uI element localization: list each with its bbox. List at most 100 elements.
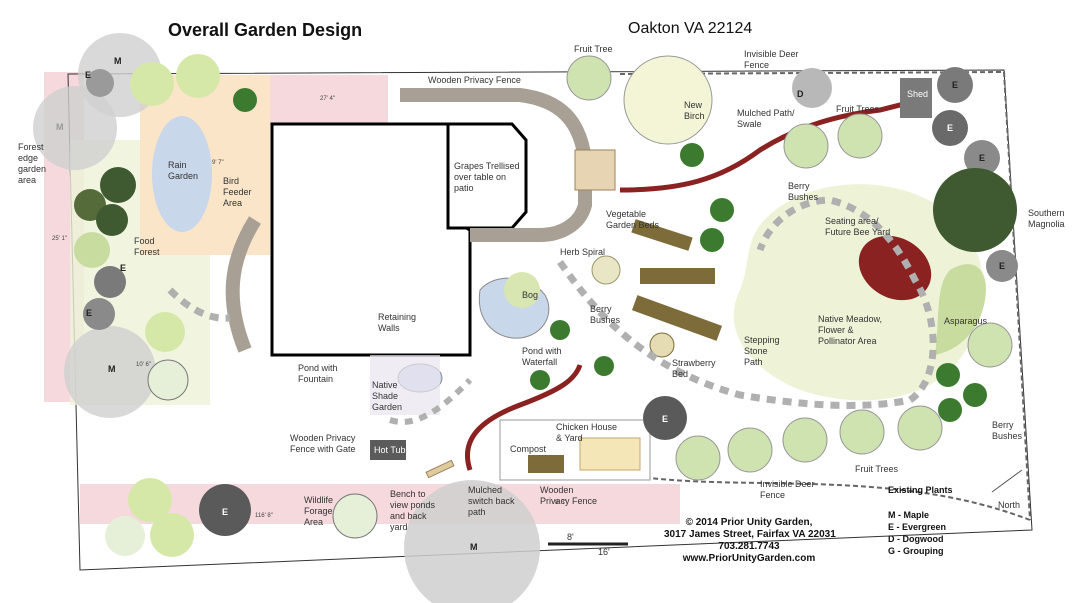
page-title: Overall Garden Design (168, 20, 363, 40)
label-pond-waterfall: Pond with Waterfall (522, 346, 562, 367)
food-forest-tree (100, 167, 136, 203)
evergreen-tree (932, 110, 968, 146)
tag-evergreen: E (120, 263, 127, 273)
label-bird-feeder: Bird Feeder Area (223, 176, 252, 208)
fruit-tree (897, 405, 943, 451)
label-chicken-house: Chicken House & Yard (556, 422, 618, 443)
evergreen-tree (643, 396, 687, 440)
location-title: Oakton VA 22124 (628, 20, 753, 37)
label-wooden-fence-top: Wooden Privacy Fence (428, 75, 521, 85)
credit-line: www.PriorUnityGarden.com (682, 553, 816, 564)
label-pond-fountain: Pond with Fountain (298, 363, 338, 384)
label-native-meadow: Native Meadow, Flower & Pollinator Area (818, 314, 883, 346)
asparagus-bed (935, 264, 986, 355)
bog (504, 272, 540, 308)
label-fruit-tree: Fruit Tree (574, 44, 613, 54)
label-deer-fence-top: Invisible Deer Fence (744, 49, 799, 70)
label-seating-area: Seating area/ Future Bee Yard (825, 216, 891, 237)
label-retaining-walls: Retaining Walls (378, 312, 417, 333)
fruit-tree (727, 427, 773, 473)
compost-bin (528, 455, 564, 473)
dimension-label: 27' 4" (320, 96, 335, 102)
label-fruit-trees-top: Fruit Trees (836, 104, 880, 114)
evergreen-tree (986, 250, 1018, 282)
berry-bush (963, 383, 987, 407)
fruit-tree (783, 123, 829, 169)
label-grapes: Grapes Trellised over table on patio (454, 161, 520, 193)
tag-evergreen: E (222, 507, 229, 517)
tag-evergreen: E (662, 414, 669, 424)
berry-bush (550, 320, 570, 340)
dimension-label: 10' 6" (136, 362, 151, 368)
chicken-house (579, 437, 641, 471)
label-new-birch: New Birch (684, 100, 705, 121)
dogwood-tree (792, 68, 832, 108)
label-mulched-path: Mulched Path/ Swale (737, 108, 795, 129)
veg-bed-3 (631, 295, 723, 341)
legend-item: D - Dogwood (888, 534, 944, 544)
north-arrow (991, 469, 1023, 493)
fruit-tree (839, 409, 885, 455)
label-stepping-stone: Stepping Stone Path (744, 335, 780, 367)
stone-path-left (225, 216, 261, 353)
label-fence-gate: Wooden Privacy Fence with Gate (290, 433, 356, 454)
chicken-yard (499, 419, 651, 481)
fruit-tree (782, 417, 828, 463)
grape-pergola (574, 149, 616, 191)
berry-bush (680, 143, 704, 167)
native-shade-garden (370, 355, 440, 415)
label-forest-edge: Forest edge garden area (18, 142, 47, 185)
label-berry-bushes-right: Berry Bushes (992, 420, 1023, 441)
fruit-tree (967, 322, 1013, 368)
dimension-label: 8' 3" (555, 500, 567, 506)
tag-evergreen: E (952, 80, 959, 90)
evergreen-tree (86, 69, 114, 97)
deer-fence-bottom (649, 477, 1031, 521)
deer-fence-top (619, 70, 1031, 521)
fruit-tree (145, 312, 185, 352)
herb-spiral (591, 255, 621, 285)
dimension-label: 116' 8" (255, 513, 273, 519)
legend-item: E - Evergreen (888, 522, 947, 532)
tag-evergreen: E (947, 123, 954, 133)
label-mulched-switchback: Mulched switch back path (468, 485, 515, 517)
scale-label-16: 16' (598, 547, 610, 557)
food-forest-tree (96, 204, 128, 236)
fruit-tree (837, 113, 883, 159)
label-asparagus: Asparagus (944, 316, 988, 326)
tag-dogwood: D (797, 89, 804, 99)
label-bench: Bench to view ponds and back yard (390, 489, 436, 532)
berry-bush (710, 198, 734, 222)
credit-line: 3017 James Street, Fairfax VA 22031 (664, 529, 836, 540)
credit-line: © 2014 Prior Unity Garden, (685, 517, 813, 528)
tag-evergreen: E (999, 261, 1006, 271)
native-meadow (733, 184, 984, 401)
legend-item: G - Grouping (888, 546, 944, 556)
label-wooden-fence-bottom: Wooden Privacy Fence (540, 485, 598, 506)
label-north: North (998, 500, 1021, 510)
label-shed: Shed (907, 89, 929, 99)
fruit-tree (150, 513, 194, 557)
fruit-tree (332, 493, 378, 539)
evergreen-tree (83, 298, 115, 330)
label-bog: Bog (522, 290, 539, 300)
fruit-tree (128, 478, 172, 522)
shed (900, 78, 932, 118)
dimension-label: 9' 7" (212, 160, 224, 166)
veg-bed-2 (640, 268, 715, 284)
stepping-stone-path (557, 196, 937, 409)
label-food-forest: Food Forest (134, 236, 160, 257)
label-hot-tub: Hot Tub (374, 445, 406, 455)
pink-zone-top (268, 75, 388, 125)
tag-maple: M (108, 364, 116, 374)
maple-tree (64, 326, 156, 418)
label-native-shade: Native Shade Garden (372, 380, 403, 412)
evergreen-tree (937, 67, 973, 103)
stepping-stone-path-shade (389, 377, 473, 425)
southern-magnolia (933, 168, 1017, 252)
label-strawberry-bed: Strawberry Bed (672, 358, 716, 379)
label-fruit-trees-bottom: Fruit Trees (855, 464, 899, 474)
seating-area (858, 235, 932, 301)
stepping-stone-path-left (167, 287, 231, 322)
maple-tree (33, 86, 117, 170)
